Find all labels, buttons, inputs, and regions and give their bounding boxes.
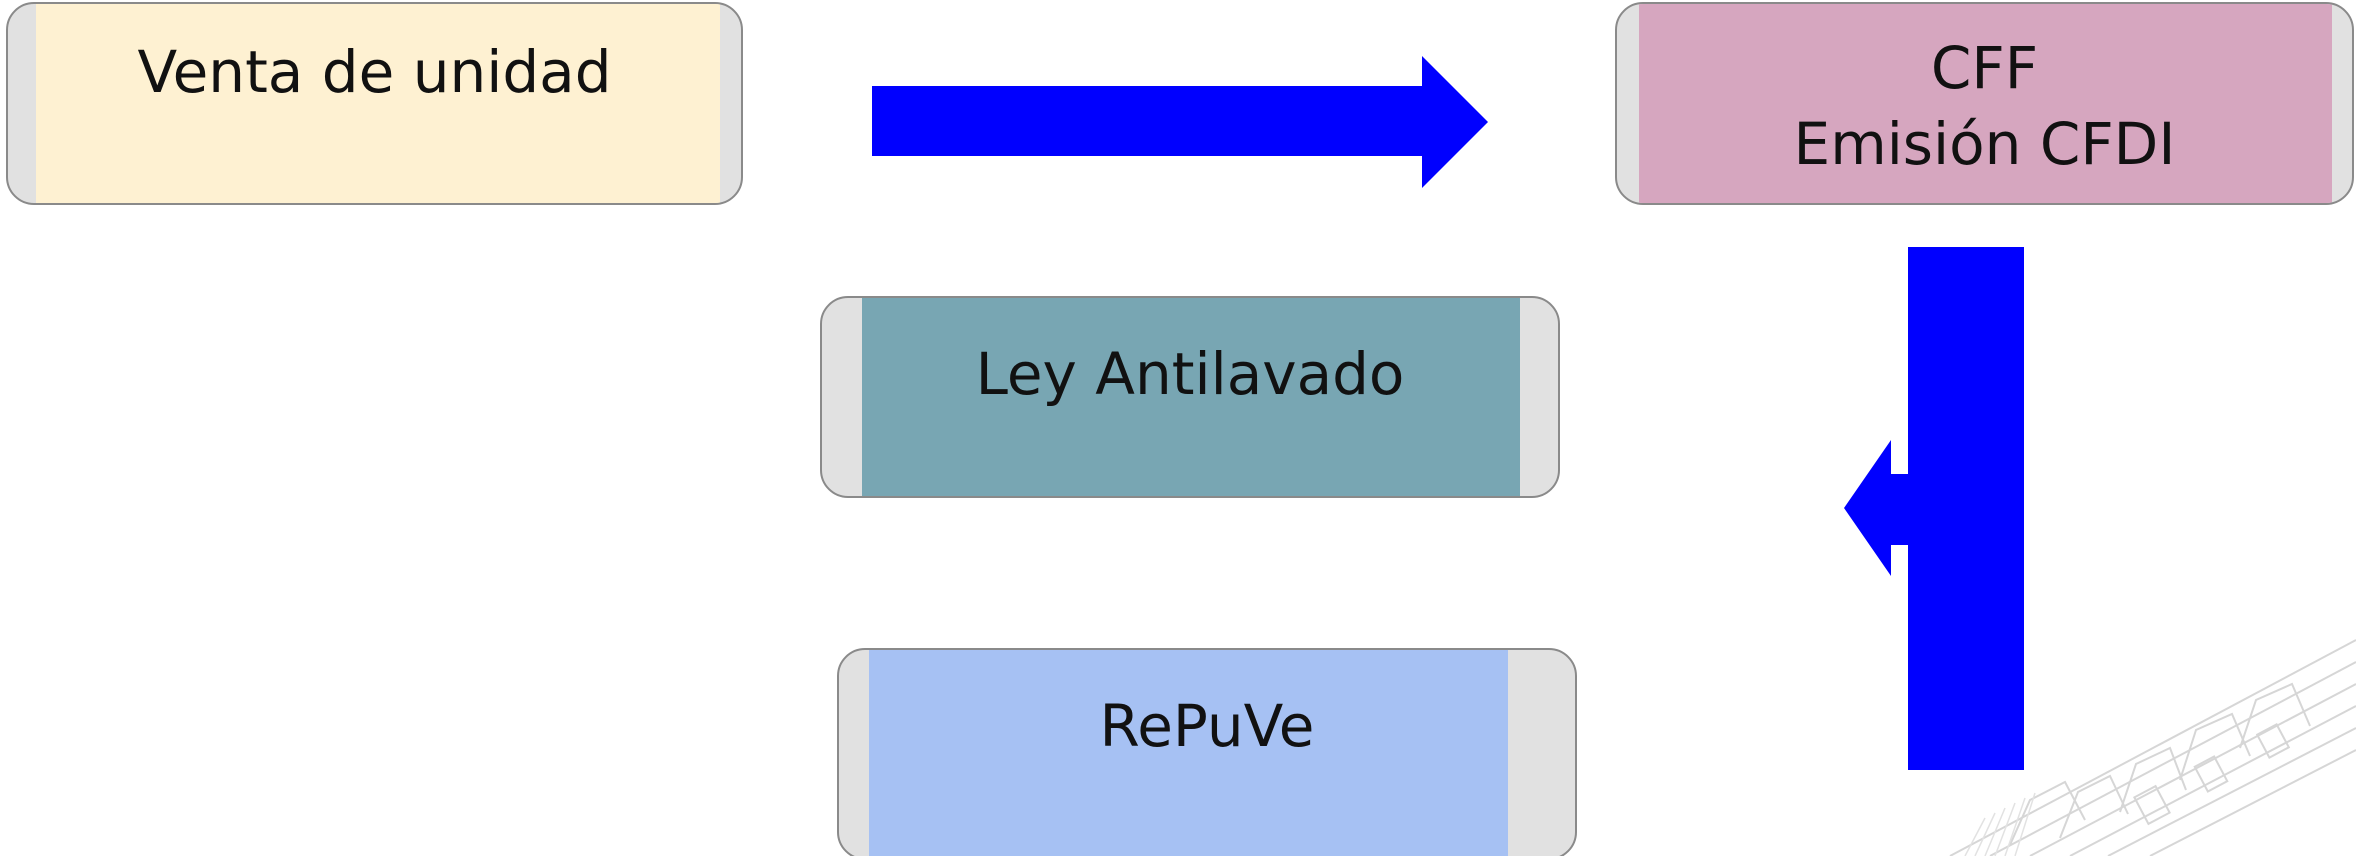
node-ley-antilavado: Ley Antilavado [820, 296, 1560, 498]
arrow-branch-left [1844, 247, 2024, 770]
node-label-line: CFF [1930, 34, 2039, 102]
arrow-right [872, 56, 1488, 188]
node-label: Ley Antilavado [822, 336, 1558, 412]
map-hatch [1964, 792, 2036, 856]
node-fill [869, 650, 1508, 856]
node-fill [862, 298, 1520, 496]
map-lines-icon [1949, 639, 2356, 856]
node-venta-de-unidad: Venta de unidad [6, 2, 743, 205]
node-repuve: RePuVe [837, 648, 1577, 856]
node-label-line: Ley Antilavado [975, 340, 1405, 408]
node-fill [36, 4, 720, 203]
node-fill [1639, 4, 2332, 203]
node-label-line: RePuVe [1099, 692, 1315, 760]
node-label: Venta de unidad [8, 34, 741, 110]
node-label-line: Emisión CFDI [1793, 110, 2176, 178]
node-label: CFF Emisión CFDI [1617, 30, 2352, 182]
node-label-line: Venta de unidad [137, 38, 612, 106]
node-label: RePuVe [839, 688, 1575, 764]
node-cff: CFF Emisión CFDI [1615, 2, 2354, 205]
